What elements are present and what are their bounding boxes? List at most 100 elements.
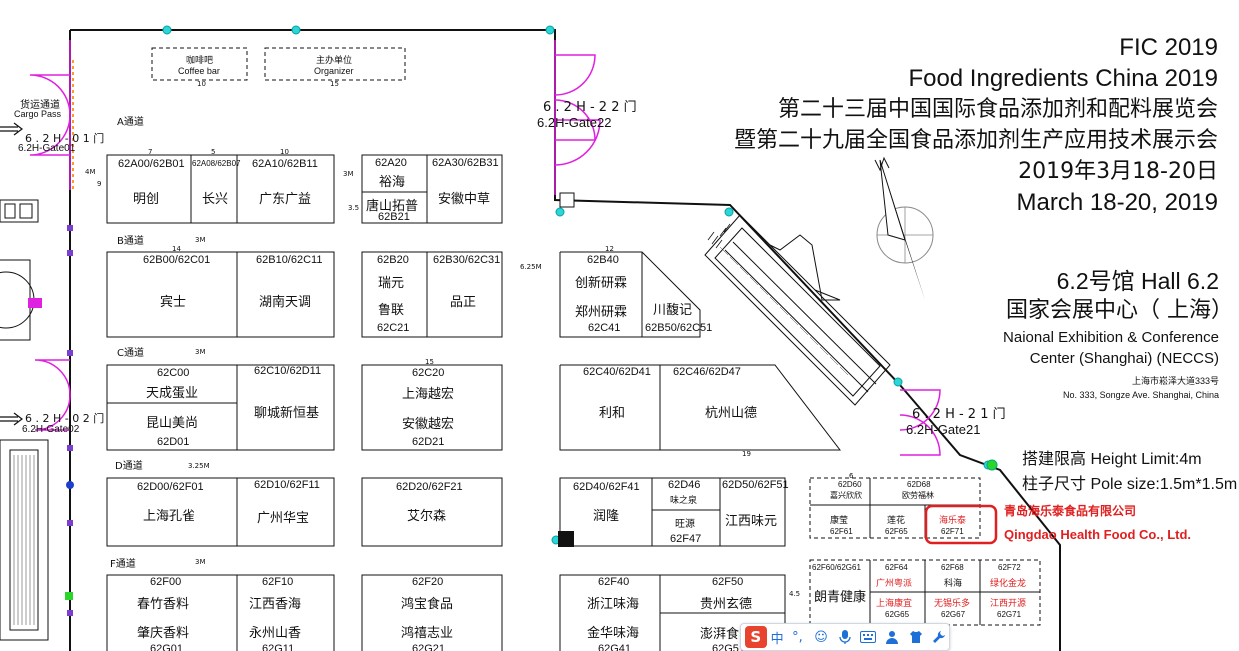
ime-toolbar[interactable]: S 中 °, ☺ xyxy=(740,623,950,651)
compass xyxy=(874,156,934,300)
booth-name: 朗青健康 xyxy=(814,590,867,605)
keyboard-icon[interactable] xyxy=(858,627,878,647)
booth-code: 62F50 xyxy=(712,576,744,588)
punctuation-toggle[interactable]: °, xyxy=(792,629,803,645)
dim-3m-f: 3M xyxy=(195,558,206,566)
booth-name: 安徽中草 xyxy=(438,192,491,207)
user-icon[interactable] xyxy=(882,627,902,647)
booth-code: 62G11 xyxy=(262,643,295,651)
booth-code: 62F47 xyxy=(670,533,702,545)
booth-code: 62F40 xyxy=(598,576,630,588)
booth-code: 62G01 xyxy=(150,643,184,651)
booth-code: 62D60 xyxy=(838,480,862,489)
booth-code: 62G51 xyxy=(712,643,746,651)
gate02-cn: 6 . 2 H - 0 2 门 xyxy=(25,412,105,425)
event-date-cn: 2019年3月18-20日 xyxy=(1018,159,1218,184)
event-title-en: FIC 2019 xyxy=(1119,34,1218,61)
booth-name: 明创 xyxy=(133,192,160,207)
dim-4m: 4M xyxy=(85,168,96,176)
organizer-en: Organizer xyxy=(314,66,354,76)
booth-code: 62B21 xyxy=(378,211,410,223)
booth-name: 利和 xyxy=(599,406,626,421)
aisle-c: C通道 xyxy=(117,348,144,359)
left-structures xyxy=(0,199,49,641)
booth-name: 江西香海 xyxy=(249,597,302,612)
gate-arcs xyxy=(29,40,941,456)
booth-name: 味之泉 xyxy=(670,496,698,506)
venue-en-2: Center (Shanghai) (NECCS) xyxy=(1029,350,1219,367)
booth-name: 安徽越宏 xyxy=(402,417,455,432)
booth-code: 62D10/62F11 xyxy=(254,479,320,491)
dim-4-5: 4.5 xyxy=(789,590,801,598)
booth-code: 62A08/62B07 xyxy=(192,159,241,168)
aisle-b: B通道 xyxy=(117,236,144,247)
booth-name: 欧劳福林 xyxy=(902,491,934,500)
booth-code: 62D46 xyxy=(668,479,701,491)
booth-code: 62B00/62C01 xyxy=(143,254,211,266)
event-subtitle-cn: 暨第二十九届全国食品添加剂生产应用技术展示会 xyxy=(733,128,1218,153)
booth-code: 62C21 xyxy=(377,322,410,334)
sogou-logo-icon[interactable]: S xyxy=(745,626,767,648)
booth-name: 聊城新恒基 xyxy=(254,406,320,421)
booth-code: 62F72 xyxy=(998,563,1021,572)
booth-name: 春竹香料 xyxy=(137,597,190,612)
number-label: 5 xyxy=(211,148,216,156)
number-label: 14 xyxy=(172,245,181,253)
cargo-cn: 货运通道 xyxy=(20,100,60,111)
organizer-num: 15 xyxy=(330,80,339,88)
booth-name: 旺源 xyxy=(675,519,695,530)
address-cn: 上海市崧泽大道333号 xyxy=(1131,376,1219,386)
booth-code: 62B10/62C11 xyxy=(256,254,323,266)
booth-name: 绿化金龙 xyxy=(990,579,1027,589)
number-label: 10 xyxy=(280,148,289,156)
emoji-icon[interactable]: ☺ xyxy=(814,629,828,645)
booth-code: 62F20 xyxy=(412,576,444,588)
number-label: 12 xyxy=(605,245,614,253)
aisle-a: A通道 xyxy=(117,117,144,128)
booth-code: 62B40 xyxy=(587,254,619,266)
booth-code: 62F71 xyxy=(941,527,964,536)
booth-code: 62F68 xyxy=(941,563,964,572)
booth-code: 62D40/62F41 xyxy=(573,481,640,493)
booth-code: 62D00/62F01 xyxy=(137,481,204,493)
escalator-steps xyxy=(719,246,849,376)
booth-name: 鸿禧志业 xyxy=(401,626,454,641)
microphone-icon[interactable] xyxy=(835,627,855,647)
booth-code: 62B50/62C51 xyxy=(645,322,713,334)
booth-name: 上海越宏 xyxy=(402,387,455,402)
gate02-en: 6.2H-Gate02 xyxy=(22,424,80,435)
booth-name: 宾士 xyxy=(160,295,187,310)
booth-code: 62G65 xyxy=(885,610,910,619)
number-label: 7 xyxy=(148,148,153,156)
booth-name: 唐山拓普 xyxy=(366,199,419,214)
booth-name: 无锡乐多 xyxy=(934,599,971,609)
gate22-cn: 6 . 2 H - 2 2 门 xyxy=(543,100,637,115)
number-label: 6 xyxy=(849,472,854,480)
booth-name: 鸿宝食品 xyxy=(401,597,454,612)
booth-name: 广州粤派 xyxy=(876,579,913,589)
organizer-cn: 主办单位 xyxy=(316,56,353,66)
dim-3-25m: 3.25M xyxy=(188,462,210,470)
booth-code: 62G71 xyxy=(997,610,1022,619)
booth-name: 科海 xyxy=(944,579,963,589)
wrench-icon[interactable] xyxy=(929,627,949,647)
booth-code: 62C10/62D11 xyxy=(254,365,322,377)
booth-name: 浙江味海 xyxy=(587,597,640,612)
ime-language-toggle[interactable]: 中 xyxy=(770,631,784,647)
event-title-cn: 第二十三届中国国际食品添加剂和配料展览会 xyxy=(777,97,1218,122)
booth-code: 62C00 xyxy=(157,367,190,379)
booth-name: 贵州玄德 xyxy=(700,597,753,612)
venue-cn: 国家会展中心（ 上海） xyxy=(1006,298,1233,323)
left-stairs xyxy=(13,455,35,625)
number-label: 19 xyxy=(742,450,751,458)
skin-shirt-icon[interactable] xyxy=(906,627,926,647)
booth-code: 62D68 xyxy=(907,480,931,489)
booth-code: 62D21 xyxy=(412,436,445,448)
dim-3m-a: 3M xyxy=(343,170,354,178)
gate21-cn: 6 . 2 H - 2 1 门 xyxy=(912,407,1006,422)
escalator xyxy=(704,214,891,406)
number-label: 9 xyxy=(97,180,102,188)
title-block: FIC 2019 Food Ingredients China 2019 第二十… xyxy=(640,32,1218,218)
